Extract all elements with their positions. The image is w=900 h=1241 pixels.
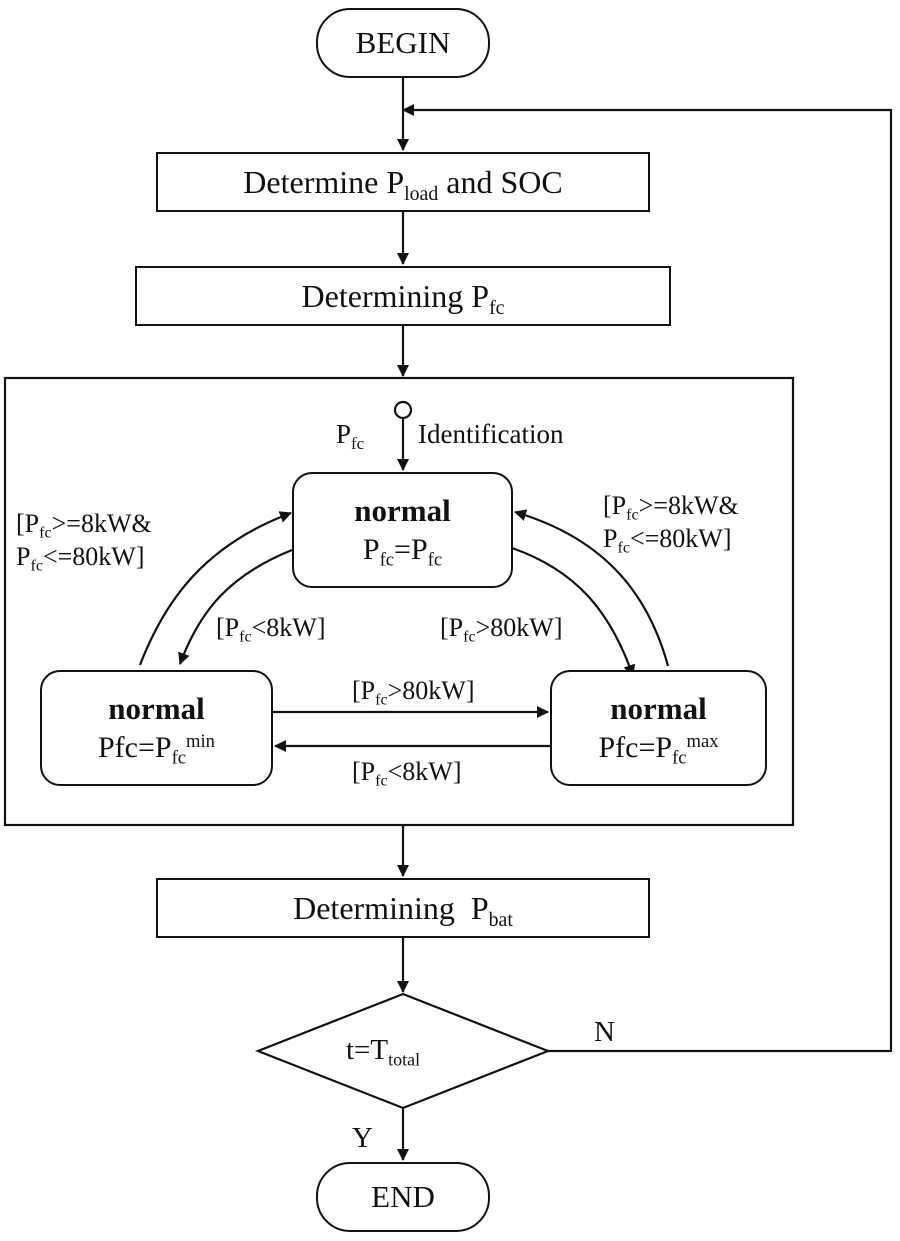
init-identification-label: Identification	[418, 419, 564, 449]
transition-label-right-to-top: [Pfc>=8kW& Pfc<=80kW]	[603, 491, 739, 557]
decision-yes-label: Y	[352, 1122, 373, 1154]
begin-label: BEGIN	[355, 25, 451, 60]
state-normal-max: normal Pfc=Pfcmax	[550, 670, 767, 786]
state-min-equation: Pfc=Pfcmin	[98, 730, 215, 769]
step1-sub: load	[404, 182, 439, 205]
transition-label-top-to-right: [Pfc>80kW]	[440, 613, 563, 646]
loop-back-line	[402, 104, 893, 1053]
step2-sub: fc	[489, 296, 505, 319]
transition-label-left-to-right: [Pfc>80kW]	[352, 676, 475, 709]
step3-sub: bat	[488, 908, 513, 931]
state-normal-min: normal Pfc=Pfcmin	[40, 670, 273, 786]
step1-prefix: Determine P	[243, 163, 405, 200]
begin-terminal: BEGIN	[316, 8, 490, 78]
decision-label: t=Ttotal	[346, 1034, 421, 1070]
arrow-right-to-top	[514, 509, 670, 667]
decision-diamond	[254, 992, 552, 1110]
step1-suffix: and SOC	[438, 163, 563, 200]
arrow-top-to-right	[511, 546, 636, 677]
transition-label-top-to-left: [Pfc<8kW]	[216, 613, 326, 646]
step2-prefix: Determining P	[301, 277, 490, 314]
step-determine-pload-soc: Determine Pload and SOC	[156, 152, 650, 212]
end-label: END	[371, 1179, 435, 1214]
arrow-top-to-left	[178, 548, 293, 665]
decision-no-label: N	[594, 1016, 615, 1048]
state-normal-top: normal Pfc=Pfc	[292, 472, 513, 588]
step-determining-pbat: Determining Pbat	[156, 878, 650, 938]
state-machine-frame	[3, 376, 795, 827]
state-max-title: normal	[610, 690, 707, 726]
state-top-equation: Pfc=Pfc	[362, 532, 443, 571]
state-min-title: normal	[108, 690, 205, 726]
transition-label-left-to-top: [Pfc>=8kW& Pfc<=80kW]	[16, 509, 152, 575]
transition-label-right-to-left: [Pfc<8kW]	[352, 757, 462, 790]
arrow-left-to-top	[138, 511, 292, 666]
step3-prefix: Determining P	[293, 889, 489, 926]
state-max-equation: Pfc=Pfcmax	[598, 730, 719, 769]
end-terminal: END	[316, 1162, 490, 1232]
initial-state-circle	[393, 400, 413, 420]
state-top-title: normal	[354, 492, 451, 528]
step-determining-pfc: Determining Pfc	[135, 266, 671, 326]
init-pfc-label: Pfc	[336, 419, 365, 453]
